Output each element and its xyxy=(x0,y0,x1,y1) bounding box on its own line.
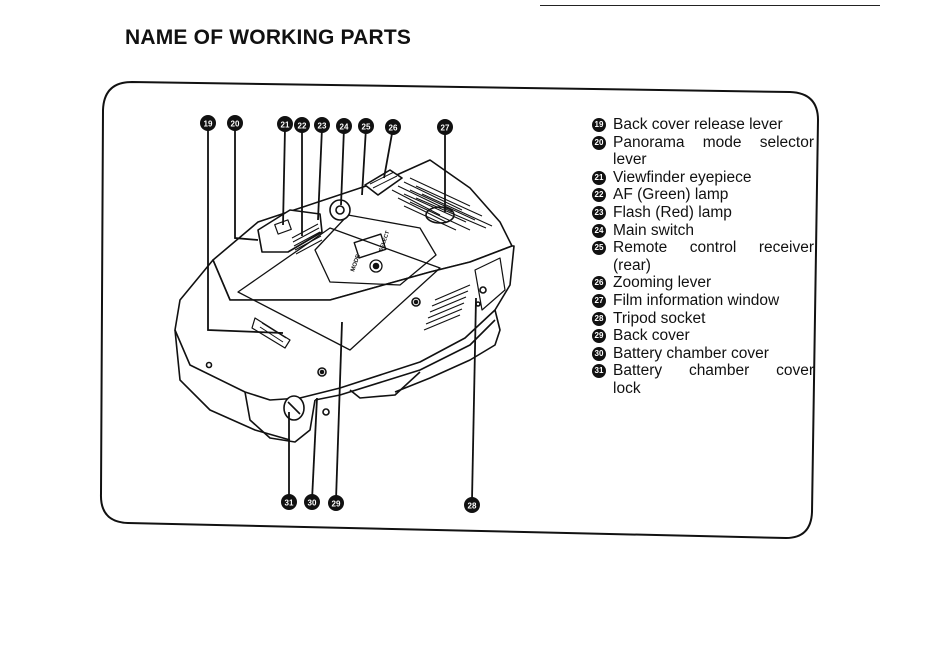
callout-20: 20 xyxy=(227,115,243,131)
legend-text: Panorama mode selector xyxy=(613,133,814,151)
legend-text-continued: lock xyxy=(613,379,641,397)
callout-19: 19 xyxy=(200,115,216,131)
legend-item: 29 Back cover xyxy=(592,327,814,345)
svg-text:20: 20 xyxy=(231,120,240,129)
legend-item: 30 Battery chamber cover xyxy=(592,345,814,363)
legend-item: 20 Panorama mode selector lever xyxy=(592,134,814,169)
camera-illustration xyxy=(174,159,515,443)
legend-item: 26 Zooming lever xyxy=(592,274,814,292)
svg-text:26: 26 xyxy=(389,124,398,133)
callout-27: 27 xyxy=(437,119,453,135)
legend-text: Film information window xyxy=(613,291,780,309)
legend-text: Tripod socket xyxy=(613,309,706,327)
legend-text-continued: lever xyxy=(613,151,647,169)
legend-text: Main switch xyxy=(613,221,694,239)
legend-number-badge: 25 xyxy=(592,241,606,256)
legend-item: 21 Viewfinder eyepiece xyxy=(592,169,814,187)
legend-item: 22 AF (Green) lamp xyxy=(592,186,814,204)
legend-item: 19 Back cover release lever xyxy=(592,116,814,134)
legend-item: 31 Battery chamber cover lock xyxy=(592,362,814,397)
legend-text: Back cover xyxy=(613,327,690,345)
callout-25: 25 xyxy=(358,118,374,134)
legend-text-continued: (rear) xyxy=(613,256,651,274)
top-callouts: 19 20 21 22 23 24 25 26 27 xyxy=(200,115,453,135)
bottom-callouts: 31 30 29 28 xyxy=(281,494,480,513)
legend-item: 27 Film information window xyxy=(592,292,814,310)
callout-30: 30 xyxy=(304,494,320,510)
legend-text: Zooming lever xyxy=(613,274,712,292)
callout-31: 31 xyxy=(281,494,297,510)
callout-28: 28 xyxy=(464,497,480,513)
legend-number-badge: 21 xyxy=(592,170,606,185)
legend-number-badge: 20 xyxy=(592,135,606,150)
legend-item: 25 Remote control receiver (rear) xyxy=(592,239,814,274)
page-title: NAME OF WORKING PARTS xyxy=(125,26,412,49)
mode-label: MODE xyxy=(350,254,362,273)
svg-text:30: 30 xyxy=(308,499,317,508)
svg-text:27: 27 xyxy=(441,124,450,133)
legend-number-badge: 29 xyxy=(592,329,606,344)
legend-number-badge: 26 xyxy=(592,276,606,291)
svg-text:19: 19 xyxy=(204,120,213,129)
callout-24: 24 xyxy=(336,118,352,134)
legend-text: Back cover release lever xyxy=(613,116,783,133)
svg-text:29: 29 xyxy=(332,500,341,509)
legend-number-badge: 23 xyxy=(592,205,606,220)
legend-text: Battery chamber cover xyxy=(613,344,769,362)
legend-text: AF (Green) lamp xyxy=(613,186,729,204)
legend-item: 24 Main switch xyxy=(592,222,814,240)
callout-22: 22 xyxy=(294,117,310,133)
legend-item: 28 Tripod socket xyxy=(592,310,814,328)
svg-text:24: 24 xyxy=(340,123,349,132)
legend-text: Viewfinder eyepiece xyxy=(613,168,752,186)
legend-number-badge: 28 xyxy=(592,311,606,326)
parts-legend: 19 Back cover release lever 20 Panorama … xyxy=(592,116,814,398)
legend-number-badge: 27 xyxy=(592,293,606,308)
svg-text:22: 22 xyxy=(298,122,307,131)
legend-text: Remote control receiver xyxy=(613,239,814,257)
legend-text: Battery chamber cover xyxy=(613,362,814,380)
svg-text:28: 28 xyxy=(468,502,477,511)
leader-lines xyxy=(207,127,477,501)
header-rule xyxy=(540,5,880,6)
content-frame xyxy=(99,80,820,540)
svg-text:25: 25 xyxy=(362,123,371,132)
svg-text:23: 23 xyxy=(318,122,327,131)
svg-text:31: 31 xyxy=(285,499,294,508)
legend-number-badge: 31 xyxy=(592,364,606,379)
callout-26: 26 xyxy=(385,119,401,135)
callout-29: 29 xyxy=(328,495,344,511)
callout-23: 23 xyxy=(314,117,330,133)
legend-number-badge: 19 xyxy=(592,118,606,132)
callout-21: 21 xyxy=(277,116,293,132)
legend-text: Flash (Red) lamp xyxy=(613,203,732,221)
legend-number-badge: 22 xyxy=(592,188,606,203)
legend-number-badge: 24 xyxy=(592,223,606,238)
svg-text:21: 21 xyxy=(281,121,290,130)
legend-number-badge: 30 xyxy=(592,346,606,361)
legend-item: 23 Flash (Red) lamp xyxy=(592,204,814,222)
